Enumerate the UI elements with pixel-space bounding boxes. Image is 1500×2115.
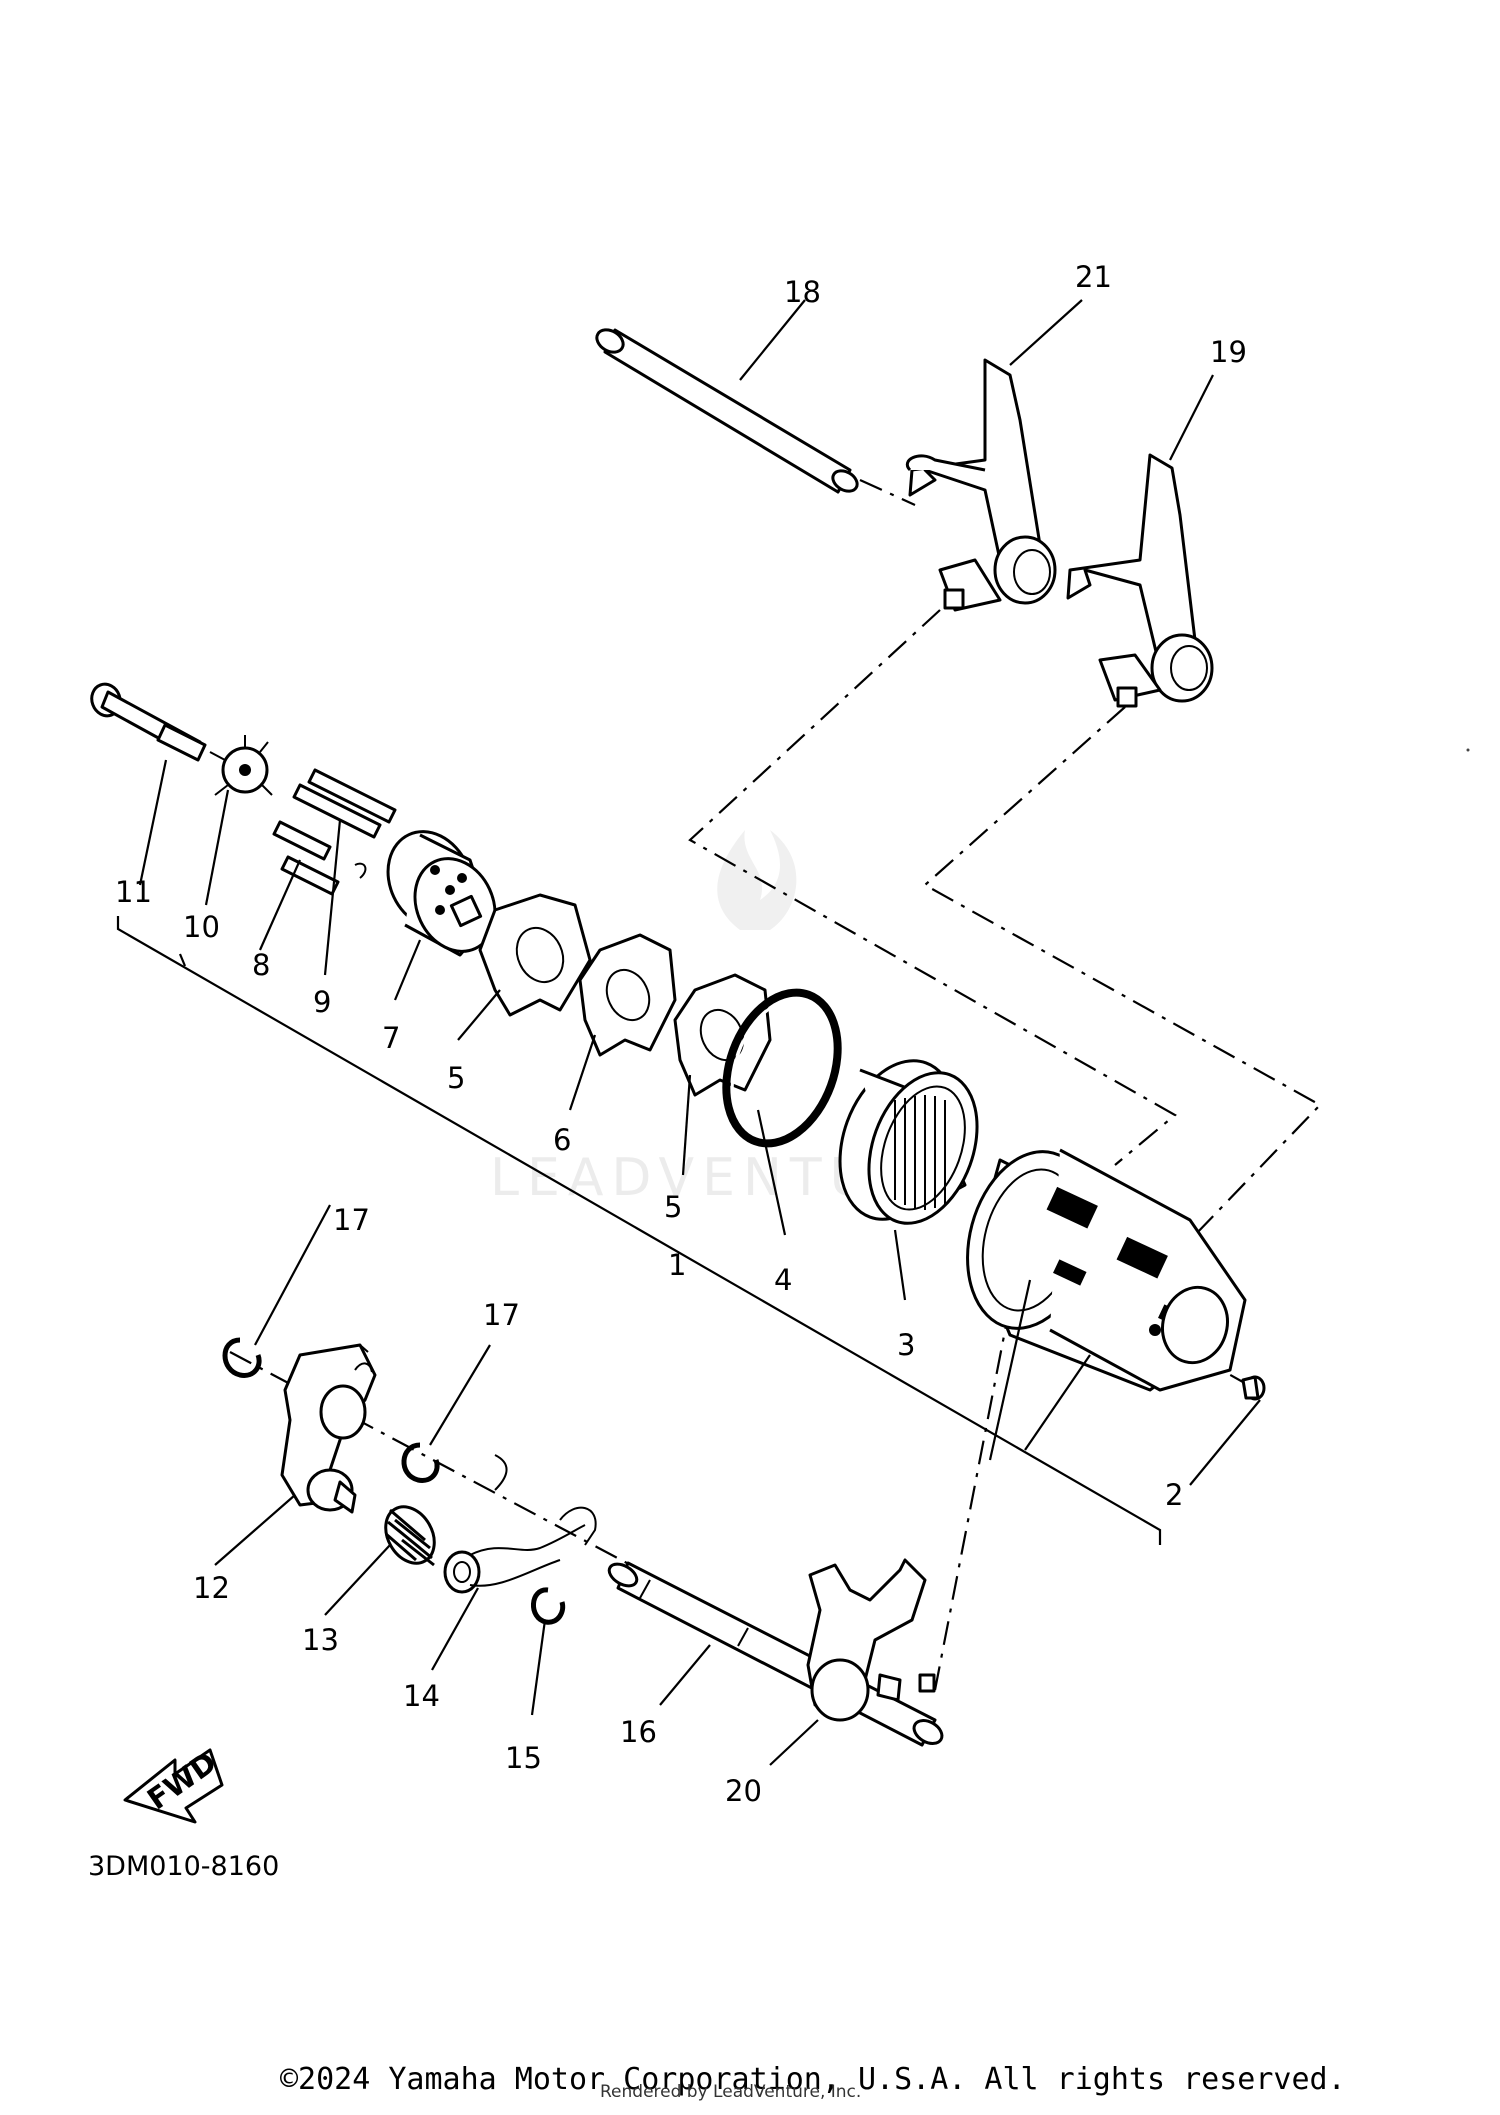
part-15-circlip: [531, 1587, 566, 1625]
label-17a: 17: [333, 1203, 370, 1237]
part-21-shift-fork: [906, 358, 1057, 612]
part-19-shift-fork: [1066, 453, 1214, 708]
part-18-guide-bar: [595, 328, 859, 494]
part-14-spring-retainer: [443, 1454, 597, 1594]
copyright-notice: ©2024 Yamaha Motor Corporation, U.S.A. A…: [280, 2062, 1346, 2097]
label-20: 20: [725, 1774, 762, 1808]
part-labels: 1 2 3 4 5 5 6 7 8 9 10 11 12 13 14 15 16…: [115, 260, 1247, 1808]
part-7-segment-cam: [386, 830, 497, 957]
part-17-circlip-a: [222, 1337, 262, 1378]
label-18: 18: [784, 275, 821, 309]
label-1: 1: [668, 1248, 686, 1282]
label-21: 21: [1075, 260, 1112, 294]
part-6-plate: [578, 933, 677, 1057]
label-11: 11: [115, 875, 152, 909]
label-5a: 5: [447, 1061, 465, 1095]
label-8: 8: [252, 948, 270, 982]
label-16: 16: [620, 1715, 657, 1749]
part-3-bearing: [838, 1059, 979, 1225]
label-3: 3: [897, 1328, 915, 1362]
label-4: 4: [774, 1263, 792, 1297]
label-12: 12: [193, 1571, 230, 1605]
part-1-shift-drum: [966, 1148, 1247, 1392]
part-9-pins: [292, 768, 397, 839]
label-19: 19: [1210, 335, 1247, 369]
fwd-arrow: FWD: [123, 1745, 224, 1824]
label-2: 2: [1165, 1478, 1183, 1512]
part-13-spring: [384, 1505, 436, 1567]
label-9: 9: [313, 985, 331, 1019]
label-17b: 17: [483, 1298, 520, 1332]
part-4-circlip: [722, 988, 842, 1148]
label-6: 6: [553, 1123, 571, 1157]
part-12-shift-lever: [280, 1343, 377, 1514]
label-15: 15: [505, 1741, 542, 1775]
label-13: 13: [302, 1623, 339, 1657]
label-5b: 5: [664, 1190, 682, 1224]
part-17-circlip-b: [401, 1442, 440, 1483]
drawing-code: 3DM010-8160: [88, 1851, 279, 1882]
part-20-shift-fork: [806, 1558, 936, 1722]
label-14: 14: [403, 1679, 440, 1713]
part-11-screw: [90, 682, 207, 762]
speck: [1466, 748, 1470, 752]
part-5-plate-a: [478, 893, 592, 1017]
label-10: 10: [183, 910, 220, 944]
part-8-pins: [272, 820, 367, 896]
part-2-pin: [1241, 1375, 1266, 1401]
part-10-segment: [209, 735, 273, 796]
rendered-by-notice: Rendered by LeadVenture, Inc.: [600, 2082, 862, 2102]
label-leaders: [138, 299, 1261, 1766]
label-7: 7: [382, 1021, 400, 1055]
